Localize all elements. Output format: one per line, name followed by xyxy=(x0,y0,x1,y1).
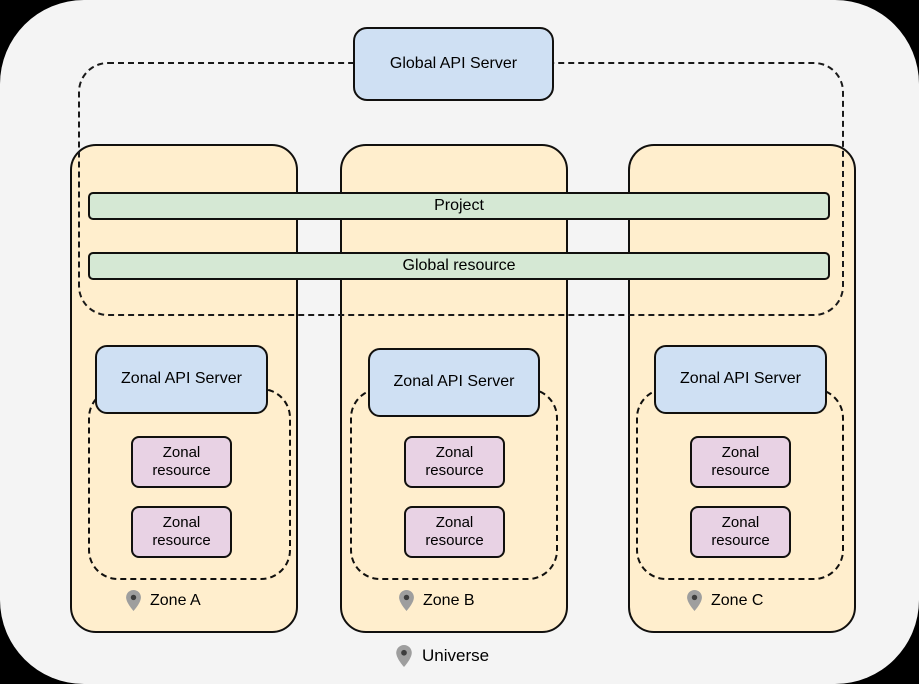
zone-a-resource-2-line2: resource xyxy=(152,532,211,549)
zone-b-resource-2-line2: resource xyxy=(425,532,484,549)
zone-c-resource-1-line2: resource xyxy=(711,462,770,479)
zone-c-api-server-label: Zonal API Server xyxy=(680,370,801,388)
zone-c-resource-1[interactable]: Zonal resource xyxy=(690,436,791,488)
zone-b-caption: Zone B xyxy=(399,590,475,611)
location-pin-icon xyxy=(396,645,412,667)
zone-c-resource-2[interactable]: Zonal resource xyxy=(690,506,791,558)
zone-b-api-server-label: Zonal API Server xyxy=(393,373,515,391)
universe-caption: Universe xyxy=(396,645,489,667)
universe-label: Universe xyxy=(422,646,490,665)
zone-a-api-server-box[interactable]: Zonal API Server xyxy=(95,345,268,414)
zone-b-resource-1[interactable]: Zonal resource xyxy=(404,436,505,488)
global-bar-project-label: Project xyxy=(434,197,484,214)
zone-c-resource-1-line1: Zonal xyxy=(721,444,760,462)
zone-a-resource-1-line1: Zonal xyxy=(162,444,201,462)
zone-b-resource-2-line1: Zonal xyxy=(435,514,474,532)
location-pin-icon xyxy=(126,590,141,611)
global-bar-global-resource-label: Global resource xyxy=(402,257,516,274)
zone-a-name: Zone A xyxy=(150,591,201,609)
location-pin-icon xyxy=(687,590,702,611)
zone-a-resource-2[interactable]: Zonal resource xyxy=(131,506,232,558)
zone-c-name: Zone C xyxy=(711,591,764,609)
global-bar-global-resource[interactable]: Global resource xyxy=(88,252,830,280)
zone-b-resource-1-line1: Zonal xyxy=(435,444,474,462)
zone-a-resource-1[interactable]: Zonal resource xyxy=(131,436,232,488)
zone-b-resource-2[interactable]: Zonal resource xyxy=(404,506,505,558)
global-bar-project[interactable]: Project xyxy=(88,192,830,220)
zone-c-caption: Zone C xyxy=(687,590,763,611)
zone-b-name: Zone B xyxy=(423,591,475,609)
zone-b-resource-1-line2: resource xyxy=(425,462,484,479)
zone-b-api-server-box[interactable]: Zonal API Server xyxy=(368,348,540,417)
zone-a-resource-2-line1: Zonal xyxy=(162,514,201,532)
zone-c-resource-2-line2: resource xyxy=(711,532,770,549)
zone-a-caption: Zone A xyxy=(126,590,201,611)
global-api-server-label: Global API Server xyxy=(389,54,518,72)
zone-c-resource-2-line1: Zonal xyxy=(721,514,760,532)
location-pin-icon xyxy=(399,590,414,611)
zone-a-resource-1-line2: resource xyxy=(152,462,211,479)
global-api-server-box[interactable]: Global API Server xyxy=(353,27,554,101)
zone-c-api-server-box[interactable]: Zonal API Server xyxy=(654,345,827,414)
zone-a-api-server-label: Zonal API Server xyxy=(121,370,242,388)
